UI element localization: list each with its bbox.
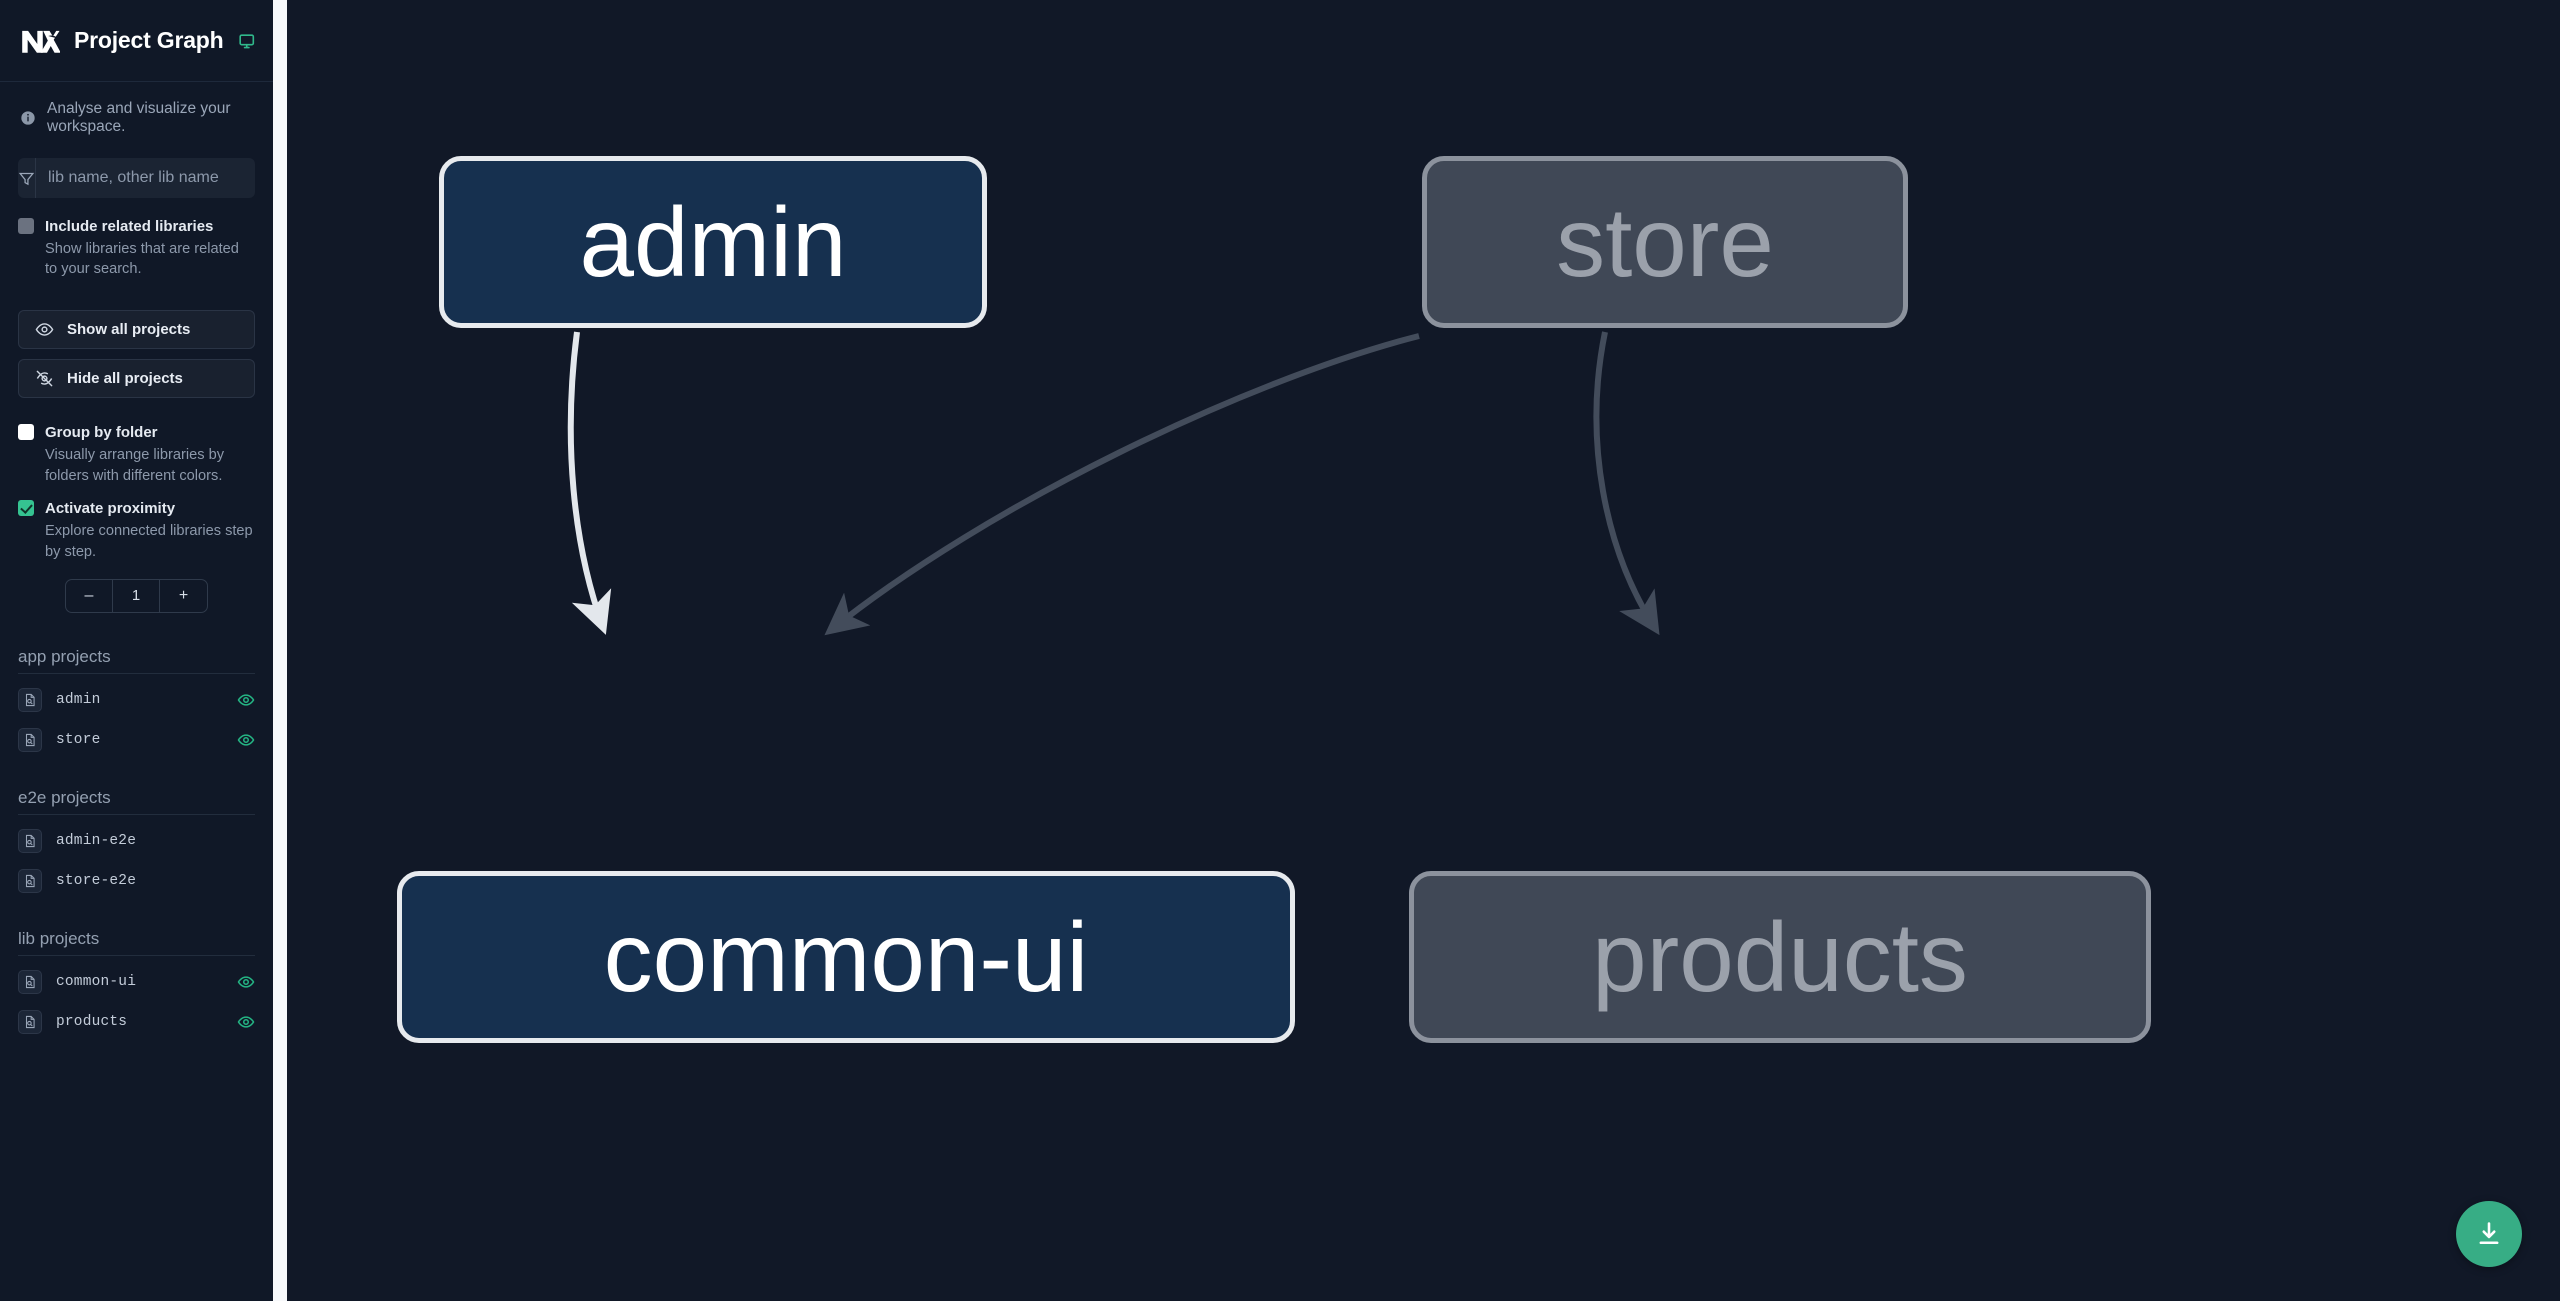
group-spacer bbox=[18, 901, 255, 929]
project-name: admin-e2e bbox=[56, 832, 137, 849]
group-spacer bbox=[18, 760, 255, 788]
eye-icon[interactable] bbox=[237, 973, 255, 991]
activate-proximity-label: Activate proximity bbox=[45, 500, 176, 518]
proximity-stepper-container: – 1 + bbox=[0, 563, 273, 613]
eye-icon bbox=[35, 323, 54, 336]
search-input[interactable] bbox=[36, 169, 255, 187]
edge-admin-to-common-ui bbox=[567, 331, 612, 635]
project-name: common-ui bbox=[56, 973, 137, 990]
project-icon-box bbox=[18, 727, 42, 752]
project-icon-box bbox=[18, 1009, 42, 1034]
download-icon bbox=[2479, 1222, 2499, 1245]
project-icon-box bbox=[18, 828, 42, 853]
project-list-item[interactable]: products bbox=[18, 1002, 255, 1042]
option-activate-proximity[interactable]: Activate proximity Explore connected lib… bbox=[0, 486, 273, 562]
project-group-label: e2e projects bbox=[18, 787, 111, 807]
project-list-item[interactable]: admin-e2e bbox=[18, 821, 255, 861]
show-all-projects-button[interactable]: Show all projects bbox=[18, 310, 255, 350]
group-divider bbox=[18, 813, 255, 815]
project-name: store-e2e bbox=[56, 872, 137, 889]
project-group-label: lib projects bbox=[18, 928, 100, 948]
info-icon bbox=[21, 111, 35, 125]
project-list-item[interactable]: store bbox=[18, 720, 255, 760]
hide-all-projects-label: Hide all projects bbox=[67, 370, 183, 388]
project-list-item[interactable]: common-ui bbox=[18, 962, 255, 1002]
proximity-stepper: – 1 + bbox=[65, 578, 208, 613]
edge-store-to-products bbox=[1593, 331, 1660, 636]
activate-proximity-checkbox[interactable] bbox=[18, 500, 34, 517]
eye-icon[interactable] bbox=[237, 1013, 255, 1031]
project-doc-icon bbox=[25, 975, 35, 988]
project-doc-icon bbox=[25, 1015, 35, 1028]
proximity-decrement-button[interactable]: – bbox=[66, 579, 113, 612]
sidebar: Project Graph Analyse and visualize your… bbox=[0, 0, 273, 1301]
group-by-folder-checkbox[interactable] bbox=[18, 424, 34, 441]
eye-icon[interactable] bbox=[237, 731, 255, 749]
tagline: Analyse and visualize your workspace. bbox=[0, 82, 273, 136]
include-related-desc: Show libraries that are related to your … bbox=[45, 240, 239, 278]
graph-node-label: products bbox=[1592, 902, 1968, 1012]
project-icon-box bbox=[18, 969, 42, 994]
project-doc-icon bbox=[25, 693, 35, 706]
project-list-item[interactable]: admin bbox=[18, 680, 255, 720]
project-list: app projects admin store e2e projects admin-… bbox=[0, 647, 273, 1042]
page-title: Project Graph bbox=[74, 27, 224, 53]
filter-icon-box bbox=[18, 158, 36, 198]
graph-canvas[interactable]: admin store common-ui products bbox=[287, 0, 2560, 1301]
project-name: products bbox=[56, 1013, 128, 1030]
search-box[interactable] bbox=[18, 158, 255, 198]
monitor-icon[interactable] bbox=[238, 30, 256, 52]
graph-node-label: store bbox=[1556, 187, 1774, 297]
project-doc-icon bbox=[25, 834, 35, 847]
include-related-label: Include related libraries bbox=[45, 218, 214, 235]
graph-node-admin[interactable]: admin bbox=[439, 156, 987, 328]
search-container bbox=[0, 136, 273, 198]
group-by-folder-desc: Visually arrange libraries by folders wi… bbox=[45, 446, 224, 484]
eye-off-icon bbox=[36, 370, 53, 387]
proximity-increment-button[interactable]: + bbox=[178, 586, 189, 604]
sidebar-resize-handle[interactable] bbox=[273, 0, 287, 1301]
option-group-by-folder[interactable]: Group by folder Visually arrange librari… bbox=[0, 408, 273, 486]
group-by-folder-label: Group by folder bbox=[45, 424, 158, 442]
project-doc-icon bbox=[25, 874, 35, 887]
graph-node-label: admin bbox=[579, 187, 847, 297]
project-doc-icon bbox=[25, 733, 35, 746]
graph-node-store[interactable]: store bbox=[1422, 156, 1908, 328]
tagline-text: Analyse and visualize your workspace. bbox=[47, 100, 231, 135]
sidebar-header: Project Graph bbox=[0, 0, 273, 82]
graph-node-common-ui[interactable]: common-ui bbox=[397, 871, 1295, 1043]
project-icon-box bbox=[18, 868, 42, 893]
project-list-item[interactable]: store-e2e bbox=[18, 861, 255, 901]
eye-icon[interactable] bbox=[237, 691, 255, 709]
option-include-related[interactable]: Include related libraries Show libraries… bbox=[0, 198, 273, 280]
hide-all-projects-button[interactable]: Hide all projects bbox=[18, 359, 255, 399]
project-group-label: app projects bbox=[18, 646, 111, 666]
funnel-icon bbox=[18, 172, 35, 185]
project-name: admin bbox=[56, 691, 101, 708]
group-divider bbox=[18, 672, 255, 674]
nx-logo bbox=[22, 30, 60, 53]
group-divider bbox=[18, 954, 255, 956]
graph-node-label: common-ui bbox=[603, 902, 1089, 1012]
project-icon-box bbox=[18, 687, 42, 712]
proximity-value: 1 bbox=[113, 579, 160, 612]
edge-store-to-common-ui bbox=[824, 333, 1420, 636]
activate-proximity-desc: Explore connected libraries step by step… bbox=[45, 523, 253, 560]
visibility-buttons: Show all projects Hide all projects bbox=[0, 280, 273, 408]
project-name: store bbox=[56, 731, 101, 748]
download-graph-button[interactable] bbox=[2456, 1201, 2522, 1267]
graph-node-products[interactable]: products bbox=[1409, 871, 2151, 1043]
show-all-projects-label: Show all projects bbox=[67, 321, 191, 339]
include-related-checkbox[interactable] bbox=[18, 218, 34, 234]
